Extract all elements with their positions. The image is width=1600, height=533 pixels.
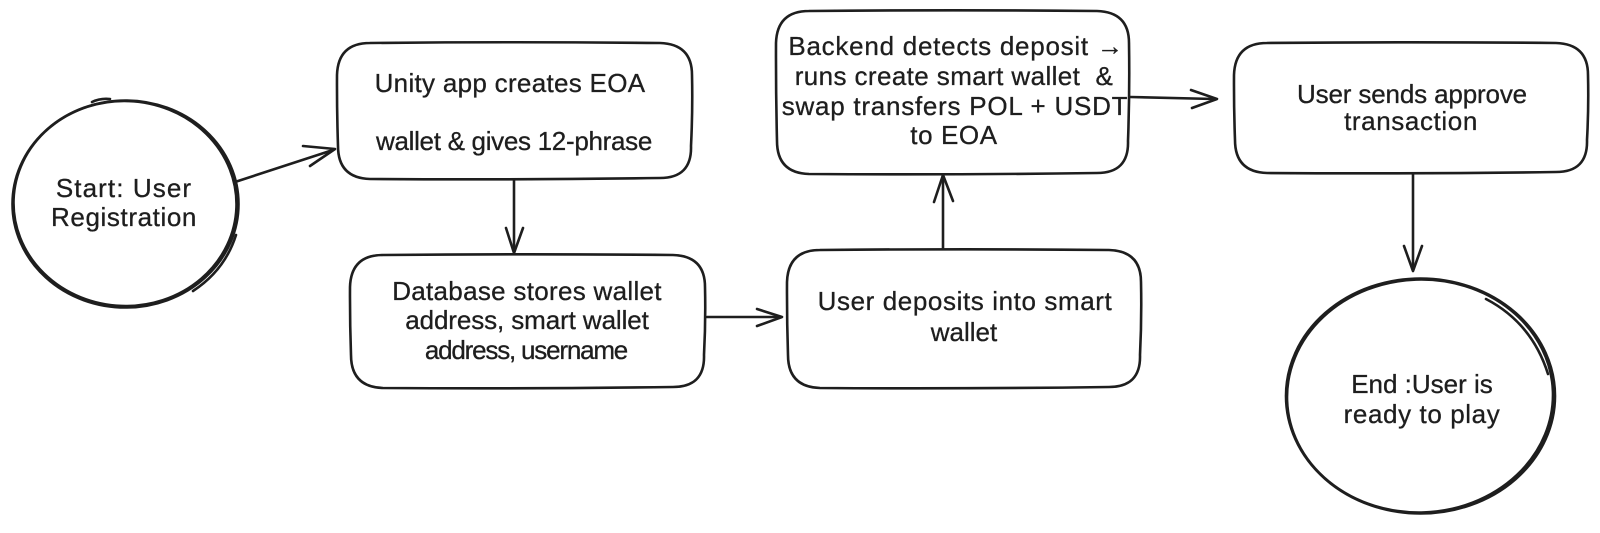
- svg-text:transaction: transaction: [1344, 106, 1478, 136]
- svg-text:Registration: Registration: [51, 202, 197, 232]
- svg-text:address, username: address, username: [425, 335, 628, 365]
- svg-text:User deposits into smart: User deposits into smart: [818, 286, 1113, 316]
- svg-text:Database stores wallet: Database stores wallet: [392, 276, 662, 306]
- svg-text:runs create smart wallet &: runs create smart wallet &: [795, 61, 1114, 91]
- svg-text:Backend detects deposit →: Backend detects deposit →: [788, 31, 1123, 61]
- svg-text:swap transfers POL + USDT: swap transfers POL + USDT: [782, 91, 1129, 121]
- svg-text:Start: User: Start: User: [56, 173, 192, 203]
- svg-text:Unity app creates EOA: Unity app creates EOA: [375, 68, 646, 98]
- svg-text:ready to play: ready to play: [1344, 399, 1501, 429]
- svg-text:to EOA: to EOA: [910, 120, 997, 150]
- svg-text:address, smart wallet: address, smart wallet: [405, 305, 649, 335]
- svg-text:wallet & gives 12-phrase: wallet & gives 12-phrase: [375, 126, 652, 156]
- svg-text:End :User is: End :User is: [1351, 369, 1493, 399]
- svg-text:wallet: wallet: [930, 317, 998, 347]
- svg-text:User sends approve: User sends approve: [1297, 79, 1527, 109]
